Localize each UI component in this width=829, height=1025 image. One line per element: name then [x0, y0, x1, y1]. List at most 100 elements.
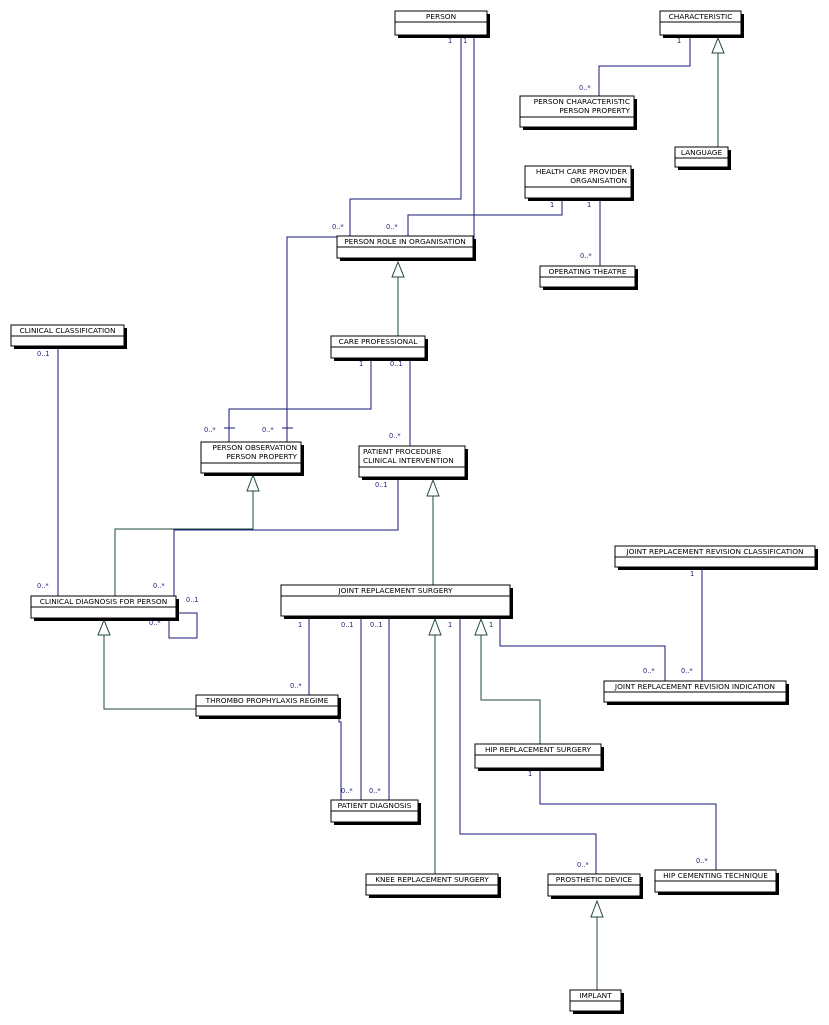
- assoc-person-role-1: [349, 34, 462, 236]
- mult-cdfp-b: 0..*: [153, 582, 165, 590]
- class-knee-replacement-surgery[interactable]: KNEE REPLACEMENT SURGERY: [365, 873, 501, 898]
- mult-person-a: 1: [448, 37, 452, 45]
- class-name-line: ORGANISATION: [570, 176, 627, 185]
- mult-care-professional-b: 0..1: [390, 360, 403, 368]
- mult-hip-surgery-a: 1: [528, 770, 532, 778]
- class-name-line: CARE PROFESSIONAL: [339, 337, 419, 346]
- class-name-line: LANGUAGE: [681, 148, 723, 157]
- mult-care-professional-a: 1: [359, 360, 363, 368]
- gen-arrow-jrs-hip: [474, 617, 488, 636]
- class-name-line: HIP CEMENTING TECHNIQUE: [663, 871, 768, 880]
- gen-hip-jrs: [480, 635, 541, 744]
- assoc-hcpo-person-role: [407, 198, 563, 236]
- class-name-line: PATIENT PROCEDURE: [363, 447, 442, 456]
- class-person-role-in-organisation[interactable]: PERSON ROLE IN ORGANISATION: [336, 235, 476, 261]
- gen-arrow-cdfp: [97, 618, 111, 636]
- class-joint-replacement-revision-classification[interactable]: JOINT REPLACEMENT REVISION CLASSIFICATIO…: [614, 545, 818, 570]
- class-box: [519, 95, 635, 128]
- class-name-line: PERSON CHARACTERISTIC: [534, 97, 630, 106]
- class-language[interactable]: LANGUAGE: [674, 146, 731, 170]
- mult-jrs-b: 0..1: [341, 621, 354, 629]
- mult-jrr-classification-a: 1: [690, 570, 694, 578]
- multiplicity-labels: 1 1 1 0..* 0..* 0..* 1 1 0..* 0..1 1 0..…: [37, 37, 708, 869]
- association-lines: [57, 34, 717, 874]
- class-care-professional[interactable]: CARE PROFESSIONAL: [330, 335, 428, 361]
- mult-person-observation-b: 0..*: [262, 426, 274, 434]
- class-name-line: CLINICAL DIAGNOSIS FOR PERSON: [40, 597, 167, 606]
- class-name-line: PERSON ROLE IN ORGANISATION: [344, 237, 466, 246]
- class-implant[interactable]: IMPLANT: [569, 989, 624, 1014]
- mult-person-characteristic-a: 0..*: [579, 84, 591, 92]
- mult-thrombo-a: 0..*: [290, 682, 302, 690]
- class-name-line: HEALTH CARE PROVIDER: [536, 167, 627, 176]
- gen-cdfp-person-observation: [114, 491, 254, 596]
- class-name-line: THROMBO PROPHYLAXIS REGIME: [205, 696, 329, 705]
- class-name-line: KNEE REPLACEMENT SURGERY: [375, 875, 489, 884]
- class-name-line: HIP REPLACEMENT SURGERY: [485, 745, 592, 754]
- class-name-line: JOINT REPLACEMENT SURGERY: [337, 586, 453, 595]
- class-clinical-diagnosis-for-person[interactable]: CLINICAL DIAGNOSIS FOR PERSON: [30, 595, 179, 621]
- class-name-line: PERSON PROPERTY: [226, 452, 297, 461]
- mult-patient-procedure-b: 0..1: [375, 481, 388, 489]
- gen-thrombo-cdfp: [103, 635, 196, 710]
- gen-arrow-jrs-knee: [428, 617, 442, 636]
- mult-person-role-b: 0..*: [386, 223, 398, 231]
- mult-patient-diagnosis-a: 0..*: [341, 787, 353, 795]
- assoc-care-professional-person-observation: [228, 358, 372, 442]
- mult-patient-diagnosis-b: 0..*: [369, 787, 381, 795]
- class-joint-replacement-surgery[interactable]: JOINT REPLACEMENT SURGERY: [280, 584, 513, 619]
- assoc-jrs-prosthetic-device: [459, 616, 597, 874]
- mult-person-b: 1: [463, 37, 467, 45]
- mult-clinical-classification-a: 0..1: [37, 350, 50, 358]
- mult-jrs-e: 1: [489, 621, 493, 629]
- class-name-line: JOINT REPLACEMENT REVISION CLASSIFICATIO…: [625, 547, 803, 556]
- assoc-hip-surgery-cementing: [539, 768, 717, 870]
- class-box: [474, 743, 602, 769]
- class-name-line: IMPLANT: [579, 991, 612, 1000]
- gen-arrow-prosthetic: [590, 899, 604, 918]
- class-box: [394, 10, 488, 36]
- class-person[interactable]: PERSON: [394, 10, 490, 38]
- class-box: [280, 584, 511, 617]
- mult-jrr-indication-b: 0..*: [681, 667, 693, 675]
- class-operating-theatre[interactable]: OPERATING THEATRE: [539, 265, 638, 290]
- class-hip-cementing-technique[interactable]: HIP CEMENTING TECHNIQUE: [654, 869, 779, 895]
- class-name-line: PERSON: [426, 12, 456, 21]
- mult-hcpo-a: 1: [550, 201, 554, 209]
- class-box: [358, 445, 466, 478]
- mult-jrr-indication-a: 0..*: [643, 667, 655, 675]
- mult-patient-procedure-a: 0..*: [389, 432, 401, 440]
- class-characteristic[interactable]: CHARACTERISTIC: [659, 10, 744, 38]
- mult-hcpo-b: 1: [587, 201, 591, 209]
- class-prosthetic-device[interactable]: PROSTHETIC DEVICE: [547, 873, 643, 899]
- class-clinical-classification[interactable]: CLINICAL CLASSIFICATION: [10, 324, 127, 349]
- class-joint-replacement-revision-indication[interactable]: JOINT REPLACEMENT REVISION INDICATION: [603, 680, 789, 705]
- mult-operating-theatre-a: 0..*: [580, 252, 592, 260]
- class-hip-replacement-surgery[interactable]: HIP REPLACEMENT SURGERY: [474, 743, 604, 771]
- class-name-line: CHARACTERISTIC: [669, 12, 733, 21]
- class-thrombo-prophylaxis-regime[interactable]: THROMBO PROPHYLAXIS REGIME: [195, 694, 341, 719]
- gen-arrow-characteristic: [711, 36, 725, 54]
- class-box: [659, 10, 742, 36]
- gen-arrow-patient-procedure: [426, 478, 440, 497]
- mult-cdfp-a: 0..*: [37, 582, 49, 590]
- assoc-person-role-person-observation: [286, 236, 337, 442]
- class-boxes: PERSON CHARACTERISTIC PERSON CHARACTERISTI…: [10, 10, 818, 1014]
- class-name-line: PROSTHETIC DEVICE: [556, 875, 633, 884]
- mult-jrs-d: 1: [448, 621, 452, 629]
- generalization-lines: [97, 36, 725, 990]
- assoc-characteristic-person-characteristic: [598, 34, 691, 98]
- class-patient-diagnosis[interactable]: PATIENT DIAGNOSIS: [330, 799, 421, 825]
- class-name-line: CLINICAL CLASSIFICATION: [19, 326, 115, 335]
- gen-arrow-person-role: [391, 260, 405, 278]
- class-box: [524, 165, 632, 199]
- class-name-line: OPERATING THEATRE: [548, 267, 626, 276]
- class-name-line: JOINT REPLACEMENT REVISION INDICATION: [614, 682, 775, 691]
- mult-cdfp-self-a: 0..1: [186, 596, 199, 604]
- class-box: [200, 441, 302, 474]
